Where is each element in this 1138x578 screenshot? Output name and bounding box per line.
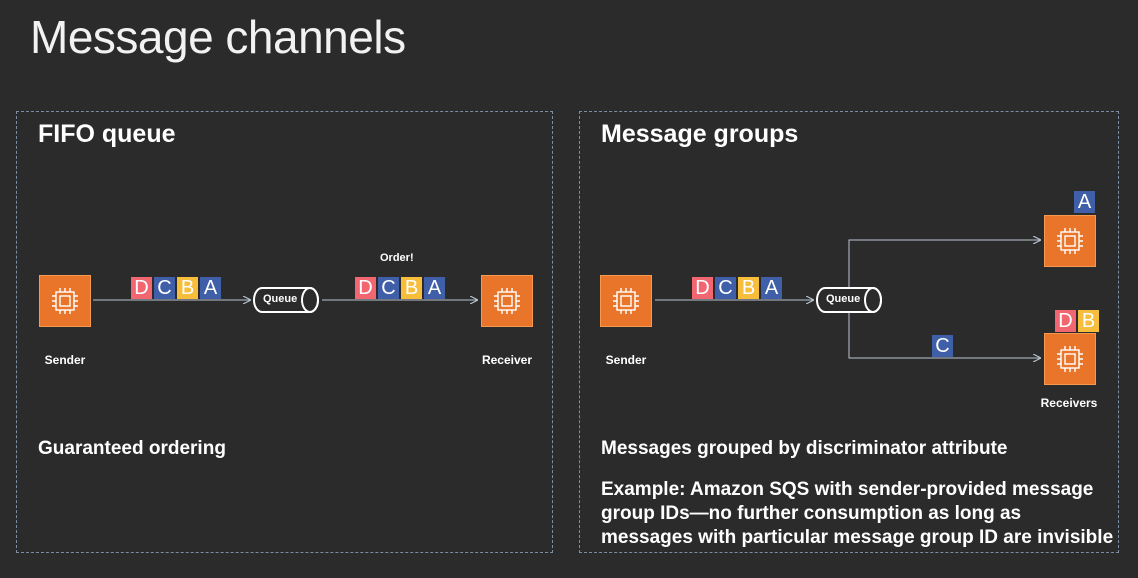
lower-receiver-chip-icon	[1044, 333, 1096, 385]
upper-receiver-message-a: A	[1074, 191, 1095, 213]
groups-queue-to-lower-receiver-arrow	[848, 313, 1040, 358]
fifo-in-message-d: D	[131, 277, 152, 299]
upper-receiver-chip-icon	[1044, 215, 1096, 267]
fifo-out-message-a: A	[424, 277, 445, 299]
receivers-label: Receivers	[1040, 396, 1098, 410]
groups-caption: Messages grouped by discriminator attrib…	[601, 438, 1008, 459]
fifo-sender-chip-icon	[39, 275, 91, 327]
fifo-in-message-a: A	[200, 277, 221, 299]
groups-in-message-d: D	[692, 277, 713, 299]
fifo-queue-cylinder-icon	[253, 287, 319, 313]
lower-receiver-message-d: D	[1055, 310, 1076, 332]
groups-incoming-messages: D C B A	[692, 277, 782, 299]
fifo-in-message-c: C	[154, 277, 175, 299]
fifo-in-message-b: B	[177, 277, 198, 299]
fifo-out-message-b: B	[401, 277, 422, 299]
fifo-incoming-messages: D C B A	[131, 277, 221, 299]
message-groups-panel: Message groups Messages grouped by discr…	[579, 111, 1119, 553]
fifo-sender-label: Sender	[44, 353, 86, 367]
groups-in-message-c: C	[715, 277, 736, 299]
fifo-queue-panel: FIFO queue Guaranteed ordering	[16, 111, 553, 553]
groups-example-line-1: Example: Amazon SQS with sender-provided…	[601, 479, 1094, 500]
slide-title: Message channels	[30, 11, 406, 63]
lower-receiver-message-b: B	[1078, 310, 1099, 332]
lower-path-message-c: C	[932, 335, 953, 357]
lower-receiver-messages: D B	[1055, 310, 1099, 332]
groups-heading: Message groups	[601, 120, 799, 148]
fifo-out-message-d: D	[355, 277, 376, 299]
fifo-receiver-label: Receiver	[481, 353, 533, 367]
upper-receiver-messages: A	[1074, 191, 1095, 213]
fifo-heading: FIFO queue	[38, 120, 176, 148]
groups-in-message-b: B	[738, 277, 759, 299]
lower-path-messages: C	[932, 335, 953, 357]
groups-example-line-3: messages with particular message group I…	[601, 527, 1114, 548]
fifo-order-label: Order!	[380, 252, 414, 264]
groups-sender-chip-icon	[600, 275, 652, 327]
fifo-out-message-c: C	[378, 277, 399, 299]
groups-queue-to-upper-receiver-arrow	[848, 240, 1040, 287]
fifo-caption: Guaranteed ordering	[38, 438, 226, 459]
groups-queue-label: Queue	[826, 293, 861, 305]
fifo-outgoing-messages: D C B A	[355, 277, 445, 299]
fifo-queue-label: Queue	[263, 293, 298, 305]
groups-queue-cylinder-icon	[816, 287, 882, 313]
groups-sender-label: Sender	[605, 353, 647, 367]
groups-example-line-2: group IDs—no further consumption as long…	[601, 503, 1022, 524]
groups-in-message-a: A	[761, 277, 782, 299]
fifo-receiver-chip-icon	[481, 275, 533, 327]
